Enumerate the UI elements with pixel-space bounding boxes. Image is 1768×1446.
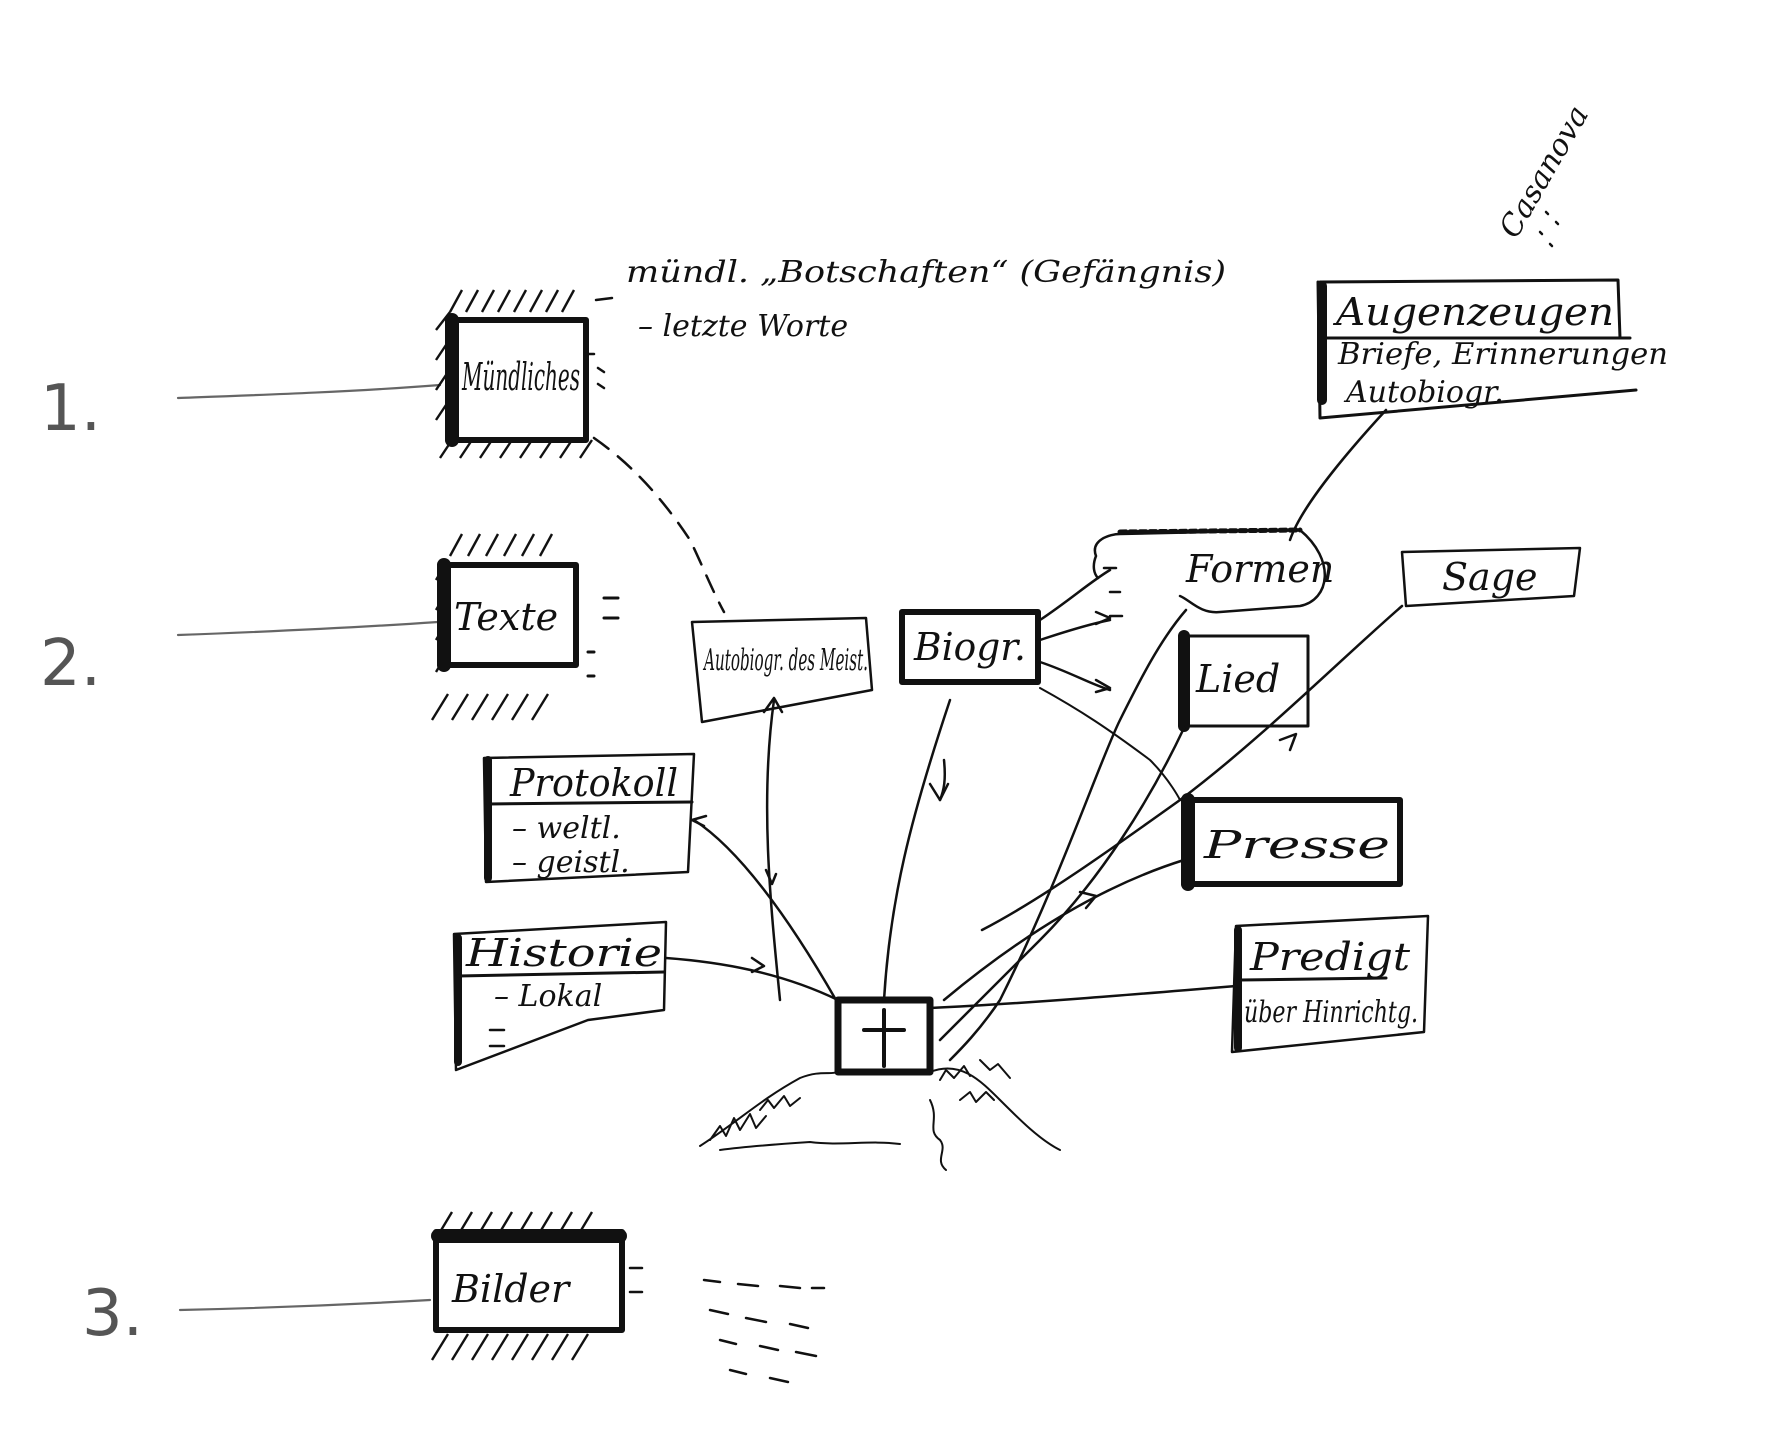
- category-2-leader-line: [176, 620, 440, 637]
- formen-top-edge: [1117, 527, 1303, 535]
- predigt-box: [1230, 914, 1430, 1054]
- sage-box: [1400, 546, 1582, 608]
- protokoll-line-2: – geistl.: [512, 845, 630, 880]
- category-2-label: Texte: [454, 595, 558, 639]
- lied-title: Lied: [1195, 657, 1280, 701]
- autobiogr-title: Autobiogr. des Meist.: [702, 643, 868, 678]
- note-casanova: Casanova: [1493, 100, 1596, 244]
- historie-divider: [456, 970, 666, 978]
- category-3-dash-marks: [628, 1266, 826, 1384]
- casanova-dots: [1538, 210, 1560, 248]
- category-2-number: 2.: [40, 627, 101, 701]
- biogr-to-formen-lines: [1038, 568, 1112, 692]
- biogr-box: [899, 609, 1041, 685]
- presse-title: Presse: [1203, 823, 1390, 867]
- biogr-arrowhead: [928, 782, 950, 802]
- autobiogr-to-grave-line: [765, 698, 782, 1002]
- predigt-line-1: über Hinrichtg.: [1244, 995, 1418, 1030]
- augenzeugen-line-2: Autobiogr.: [1343, 375, 1504, 410]
- protokoll-to-grave-line: [692, 818, 838, 1002]
- sage-node: Sage: [1400, 546, 1582, 608]
- formen-to-grave-line: [948, 608, 1188, 1062]
- biogr-node: Biogr.: [899, 609, 1041, 685]
- formen-side-curve: [1039, 687, 1181, 801]
- augenzeugen-line-1: Briefe, Erinnerungen: [1337, 337, 1668, 372]
- historie-node: Historie – Lokal: [452, 920, 668, 1072]
- predigt-divider: [1238, 976, 1388, 982]
- protokoll-line-1: – weltl.: [512, 811, 621, 846]
- category-3-leader-line: [178, 1298, 432, 1312]
- note-muendl: mündl. „Botschaften“ (Gefängnis): [626, 255, 1226, 290]
- predigt-node: Predigt über Hinrichtg.: [1230, 914, 1430, 1054]
- historie-title: Historie: [465, 931, 662, 975]
- biogr-to-grave-line: [882, 698, 952, 1002]
- central-grave: [699, 996, 1061, 1171]
- autobiogr-node: Autobiogr. des Meist.: [690, 616, 874, 724]
- presse-node: Presse: [1181, 793, 1403, 891]
- category-1: 1. Mündliches mündl. „Botschaften“ (Gefä…: [40, 255, 1226, 459]
- sage-title: Sage: [1442, 555, 1538, 599]
- historie-line-1: – Lokal: [494, 979, 602, 1014]
- autobiogr-box: [690, 616, 874, 724]
- muendl-to-autobiogr-line: [592, 436, 726, 614]
- augenzeugen-title: Augenzeugen: [1333, 290, 1614, 334]
- historie-arrowhead: [750, 956, 766, 974]
- category-2-dash-marks: [586, 596, 620, 678]
- formen-title: Formen: [1185, 547, 1334, 591]
- sage-arrowhead: [1278, 732, 1298, 752]
- predigt-to-grave-line: [928, 984, 1238, 1010]
- protokoll-title: Protokoll: [509, 761, 678, 805]
- historie-dashes: [488, 1028, 506, 1048]
- protokoll-arrowhead: [690, 814, 708, 828]
- autobiogr-arrowhead: [762, 696, 784, 714]
- lied-to-grave-line: [938, 726, 1186, 1042]
- biogr-formen-arrowheads: [1094, 610, 1112, 694]
- category-2: 2. Texte: [40, 533, 620, 721]
- biogr-title: Biogr.: [913, 625, 1026, 669]
- protokoll-arrowhead-2: [764, 868, 778, 886]
- predigt-title: Predigt: [1249, 935, 1411, 979]
- augenzeugen-to-formen-line: [1288, 408, 1388, 542]
- category-3-number: 3.: [82, 1277, 143, 1351]
- presse-to-grave-line: [942, 858, 1186, 1002]
- historie-to-grave-line: [664, 956, 840, 1002]
- sage-to-grave-line: [980, 604, 1404, 932]
- formen-node: Formen: [1092, 527, 1334, 618]
- category-3: 3. Bilder: [82, 1211, 826, 1384]
- protokoll-divider: [486, 800, 694, 806]
- connections: [592, 408, 1404, 1062]
- protokoll-node: Protokoll – weltl. – geistl.: [482, 752, 696, 884]
- augenzeugen-node: Augenzeugen Briefe, Erinnerungen Autobio…: [1316, 100, 1668, 420]
- category-3-label: Bilder: [451, 1267, 572, 1311]
- category-1-number: 1.: [40, 372, 101, 446]
- category-1-leader-line: [176, 383, 442, 400]
- presse-arrowhead: [1078, 890, 1098, 910]
- category-1-label: Mündliches: [461, 355, 580, 399]
- note-letzte-worte: – letzte Worte: [638, 309, 848, 344]
- lied-node: Lied: [1178, 630, 1310, 732]
- grave-mound-scribble: [699, 1059, 1061, 1171]
- category-3-hatching: [430, 1211, 594, 1361]
- formen-dashes: [1102, 566, 1124, 618]
- category-1-dash-marks: [584, 296, 614, 390]
